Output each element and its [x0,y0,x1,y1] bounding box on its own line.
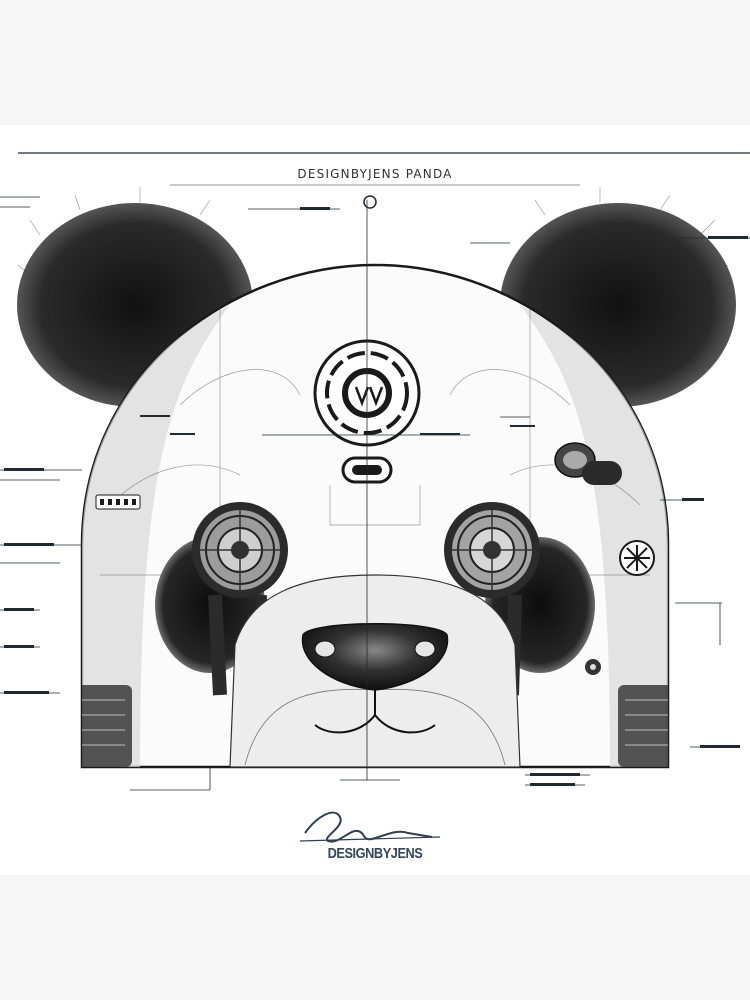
panda-blueprint-artwork [0,152,750,843]
brand-wordmark: DESIGNBYJENS [327,845,423,862]
side-badges [95,442,655,675]
mechanical-cheek-plates [82,685,668,767]
annotation-text-marks [4,207,748,786]
nose [301,623,449,734]
poster-title: DESIGNBYJENS PANDA [297,167,453,181]
signature-logo [299,811,441,843]
poster: DESIGNBYJENS PANDA DESIGNBYJENS [0,125,750,875]
